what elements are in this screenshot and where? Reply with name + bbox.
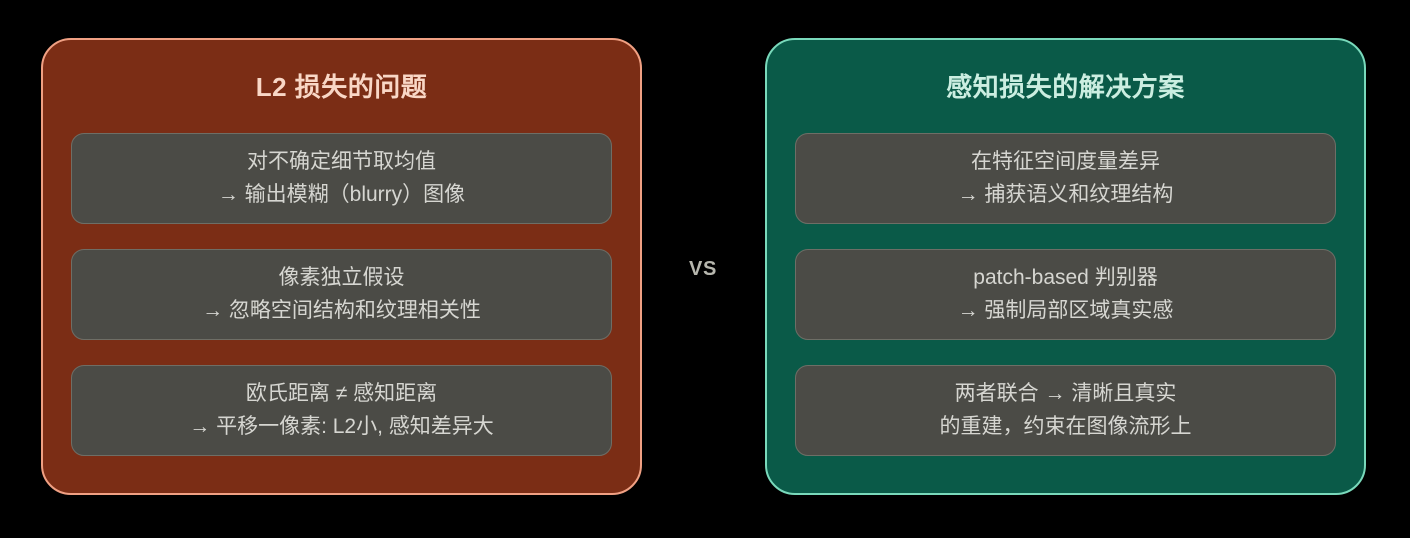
- vs-divider-label: VS: [689, 257, 717, 280]
- problem-card-1-line-1: 对不确定细节取均值: [247, 150, 436, 174]
- solution-card-3: 两者联合 → 清晰且真实 的重建，约束在图像流形上: [795, 365, 1336, 457]
- problem-card-3-line-2: → 平移一像素: L2小, 感知差异大: [189, 414, 494, 438]
- solution-card-1-line-1: 在特征空间度量差异: [971, 150, 1160, 174]
- solution-card-3-line-2: 的重建，约束在图像流形上: [939, 414, 1192, 438]
- solution-card-2: patch-based 判别器 → 强制局部区域真实感: [795, 249, 1336, 341]
- solution-card-1: 在特征空间度量差异 → 捕获语义和纹理结构: [795, 133, 1336, 225]
- solution-card-2-line-2: → 强制局部区域真实感: [957, 298, 1174, 322]
- solution-card-list: 在特征空间度量差异 → 捕获语义和纹理结构 patch-based 判别器 → …: [795, 133, 1336, 457]
- solution-panel-title: 感知损失的解决方案: [946, 72, 1185, 102]
- problem-card-3-line-1: 欧氏距离 ≠ 感知距离: [245, 382, 438, 406]
- problem-card-1: 对不确定细节取均值 → 输出模糊（blurry）图像: [71, 133, 612, 225]
- solution-panel: 感知损失的解决方案 在特征空间度量差异 → 捕获语义和纹理结构 patch-ba…: [765, 38, 1366, 495]
- problem-card-list: 对不确定细节取均值 → 输出模糊（blurry）图像 像素独立假设 → 忽略空间…: [71, 133, 612, 457]
- solution-card-2-line-1: patch-based 判别器: [973, 266, 1158, 290]
- problem-card-2: 像素独立假设 → 忽略空间结构和纹理相关性: [71, 249, 612, 341]
- problem-panel-title: L2 损失的问题: [255, 72, 428, 102]
- solution-card-1-line-2: → 捕获语义和纹理结构: [957, 182, 1174, 206]
- problem-panel: L2 损失的问题 对不确定细节取均值 → 输出模糊（blurry）图像 像素独立…: [41, 38, 642, 495]
- problem-card-2-line-2: → 忽略空间结构和纹理相关性: [202, 298, 481, 322]
- solution-card-3-line-1: 两者联合 → 清晰且真实: [954, 382, 1177, 406]
- problem-card-2-line-1: 像素独立假设: [278, 266, 405, 290]
- problem-card-3: 欧氏距离 ≠ 感知距离 → 平移一像素: L2小, 感知差异大: [71, 365, 612, 457]
- problem-card-1-line-2: → 输出模糊（blurry）图像: [217, 182, 466, 206]
